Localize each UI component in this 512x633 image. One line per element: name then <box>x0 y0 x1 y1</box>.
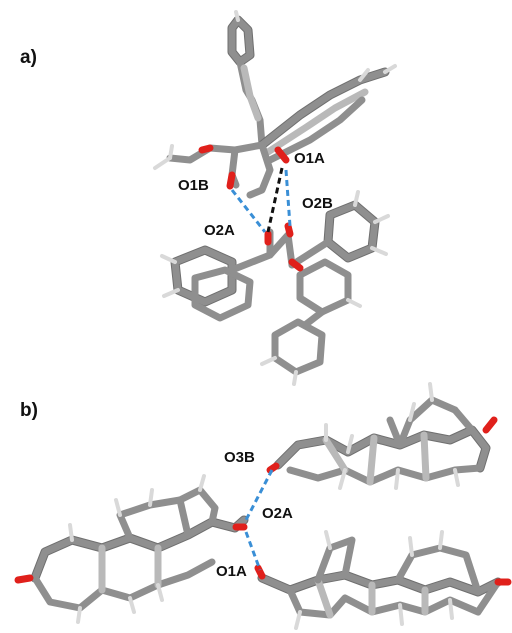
panel-label-a: a) <box>20 47 37 68</box>
atom-label-o1a-b: O1A <box>216 563 247 580</box>
atom-label-o2a-b: O2A <box>262 505 293 522</box>
hbond-a-3 <box>266 167 284 233</box>
molecule-a-bottom <box>160 190 390 386</box>
atom-label-o1a-a: O1A <box>294 150 325 167</box>
hbond-a-1 <box>230 189 267 233</box>
steroid-b-top <box>266 382 498 490</box>
atom-label-o1b-a: O1B <box>178 177 209 194</box>
hbond-b-2 <box>244 531 262 571</box>
atom-label-o3b-b: O3B <box>224 449 255 466</box>
hbond-a-2 <box>284 169 292 227</box>
atom-labels-a: O1A O1B O2B O2A <box>178 150 333 239</box>
hydrogen-bonds-a <box>230 167 292 233</box>
atom-label-o2a-a: O2A <box>204 222 235 239</box>
hydrogen-bonds-b <box>244 469 274 571</box>
steroid-b-bottom <box>254 530 512 630</box>
molecule-a-top <box>153 10 397 199</box>
atom-label-o2b-a: O2B <box>302 195 333 212</box>
atom-labels-b: O3B O2A O1A <box>216 449 293 580</box>
panel-label-b: b) <box>20 400 38 421</box>
steroid-b-left <box>14 474 249 624</box>
